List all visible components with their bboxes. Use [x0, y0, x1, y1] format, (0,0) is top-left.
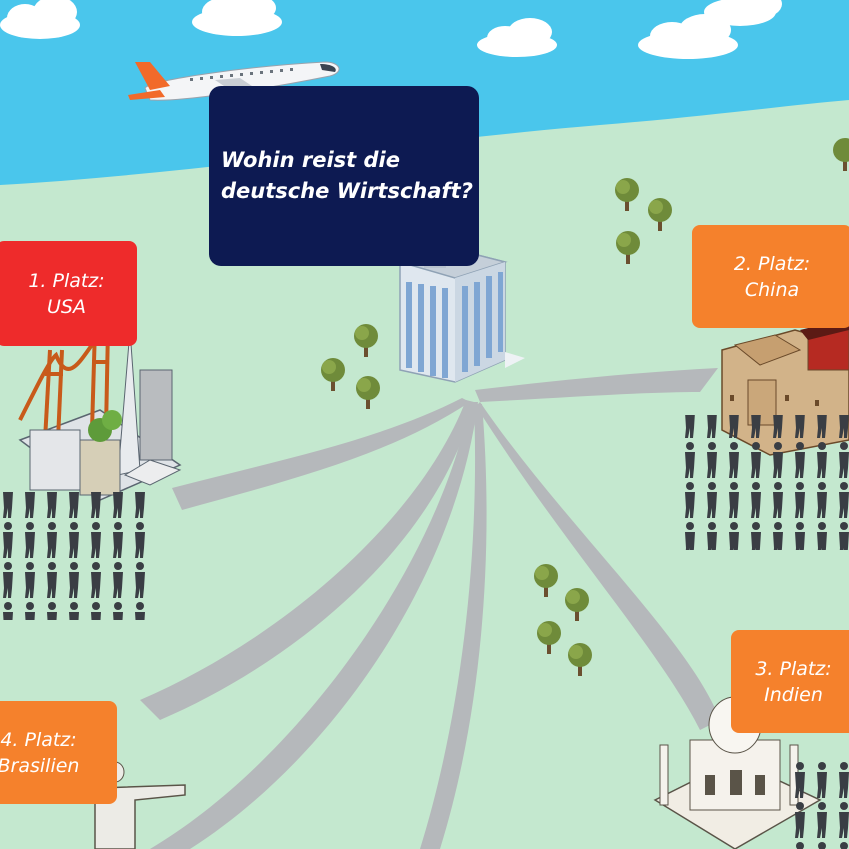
tree-icon — [321, 138, 849, 676]
country-name: Indien — [764, 683, 823, 706]
country-name: Brasilien — [0, 754, 80, 777]
cloud-icon — [638, 14, 738, 59]
ranking-badge-china: 2. Platz: China — [692, 225, 849, 328]
ranking-badge-brazil: 4. Platz: Brasilien — [0, 701, 117, 804]
headline-line-1: Wohin reist die — [221, 148, 400, 172]
golden-gate-skyline-icon — [18, 327, 182, 501]
rank-label: 3. Platz: — [755, 657, 832, 680]
cloud-icon — [704, 0, 782, 26]
headline-line-2: deutsche Wirtschaft? — [221, 179, 473, 203]
cloud-icon — [192, 0, 282, 36]
rank-label: 2. Platz: — [733, 252, 811, 275]
ranking-badge-usa: 1. Platz: USA — [0, 241, 137, 346]
cloud-icon — [477, 18, 557, 57]
taj-mahal-icon — [653, 690, 822, 849]
rank-label: 1. Platz: — [28, 269, 105, 292]
headline-box: Wohin reist die deutsche Wirtschaft? — [209, 86, 479, 266]
ranking-badge-india: 3. Platz: Indien — [731, 630, 849, 733]
people-crowd-india — [790, 760, 849, 849]
travel-routes — [140, 368, 720, 849]
cloud-icon — [0, 0, 80, 39]
ground — [0, 100, 849, 849]
people-crowd-usa — [0, 490, 150, 620]
country-name: USA — [47, 295, 86, 318]
people-crowd-china — [684, 415, 849, 550]
office-building-icon — [397, 247, 525, 383]
country-name: China — [744, 278, 800, 301]
rank-label: 4. Platz: — [0, 728, 77, 751]
